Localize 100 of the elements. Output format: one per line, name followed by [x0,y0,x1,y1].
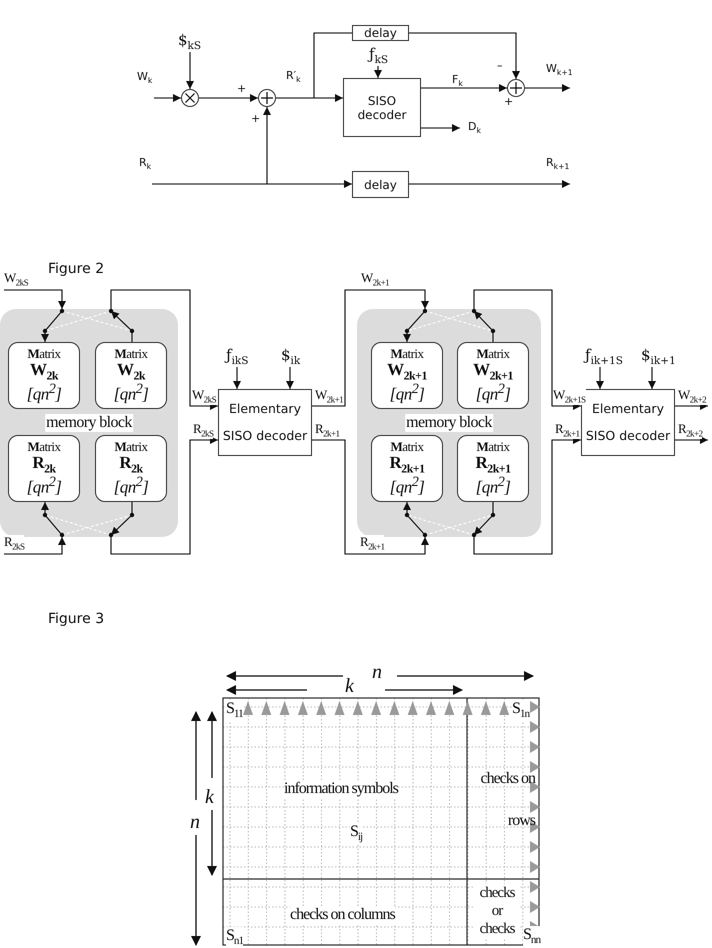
arrow [421,124,460,132]
matrix-box [457,435,529,502]
signal-label: ƒ$_{kS}$ [369,47,388,66]
signal-label: R$_{2k+1}$ [360,535,384,552]
edge-label: F$_{k}$ [452,74,463,89]
matrix-box [8,435,80,502]
arrow [41,502,62,536]
adder-symbol [258,89,276,107]
region-label: checks on rows [479,769,535,831]
connector-line [276,32,352,99]
arrow [233,367,241,389]
matrix-name: W$_{2k+1}$ [387,361,427,382]
edge-label: R$_{2kS}$ [4,535,24,552]
arrow [675,402,708,410]
group-label: memory block [45,414,133,432]
arrow [4,289,66,309]
edge-label: R$_{k}$ [139,157,152,172]
symbol-label: S$_{ij}$ [350,823,362,844]
matrix-title: Matrix [476,347,510,362]
edge-label: W$_{2k+1}$ [315,388,344,405]
edge-label: W$_{k}$ [137,71,152,86]
arrow [473,436,581,555]
arrow [525,84,570,92]
decoder-box: Elementary SISO decoder [218,389,312,456]
multiplier-symbol [181,89,199,107]
arrow [474,310,494,342]
edge-label: W$_{2k+2}$ [678,388,706,405]
matrix-name: R$_{2k}$ [119,454,143,476]
arrow [473,289,581,410]
region-label: checks on columns [290,906,395,924]
adder-symbol [507,79,525,97]
symbol-label: S$_{n1}$ [226,927,244,948]
arrow [186,52,194,89]
matrix-size: [qn$^{2}$] [476,475,510,497]
signal-label: W$_{2k+1}$ [361,271,390,288]
arrow [596,367,604,389]
signal-label: $$_{ik}$ [281,348,300,366]
matrix-size: [qn$^{2}$] [26,475,62,497]
edge-label: D$_{k}$ [468,121,481,136]
symbol-label: S$_{11}$ [226,700,243,720]
figure-title: Figure 3 [48,612,104,628]
matrix-size: [qn$^{2}$] [390,382,424,404]
signal-label: ƒ$_{ik+1S}$ [585,348,623,366]
arrow [312,289,429,407]
arrow [4,537,66,555]
matrix-title: Matrix [476,440,510,454]
arrow [110,502,133,536]
decoder-box: SISO decoder [343,78,421,137]
matrix-box [457,342,529,409]
matrix-size: [qn$^{2}$] [114,475,148,497]
edge-label: R$_{k+1}$ [546,157,570,172]
edge-label: W$_{k+1}$ [546,63,573,78]
arrow [675,436,708,444]
arrow [409,180,570,188]
delay-box: delay [352,25,409,41]
matrix-name: W$_{2k}$ [116,361,146,382]
matrix-title: Matrix [114,347,148,362]
arrow [312,439,429,555]
matrix-name: W$_{2k}$ [30,361,58,382]
arrow [110,436,218,555]
matrix-size: [qn$^{2}$] [26,382,62,404]
region-label: information symbols [284,780,398,798]
arrow [41,310,62,342]
edge-label: W$_{2kS}$ [4,271,28,288]
arrow [474,502,494,536]
matrix-box [95,342,167,409]
edge-label: W$_{2k+1S}$ [553,388,586,405]
arrow [403,310,426,342]
arrow [648,367,656,389]
matrix-box [95,435,167,502]
arrow [403,502,426,536]
matrix-box [8,342,80,409]
group-label: memory block [405,414,493,432]
edge-label: R$_{2kS}$ [193,422,214,439]
arrow [199,94,258,102]
arrow [152,107,271,185]
matrix-size: [qn$^{2}$] [476,382,510,404]
edge-label: R$_{2k+1}$ [555,422,580,439]
matrix-title: Matrix [27,440,61,454]
edge-label: W$_{2kS}$ [192,388,216,405]
matrix-name: R$_{2k+1}$ [389,454,425,476]
figure-title: Figure 2 [48,262,104,278]
arrow [421,84,507,92]
arrow [154,94,181,102]
symbol-label: S$_{1n}$ [512,700,530,720]
sign-label: + [237,83,246,96]
memory-block-panel [357,309,541,537]
matrix-title: Matrix [390,347,424,362]
matrix-size: [qn$^{2}$] [390,475,424,497]
matrix-title: Matrix [114,440,148,454]
matrix-name: W$_{2k+1}$ [473,361,513,382]
matrix-title: Matrix [27,347,61,362]
sign-label: + [504,96,514,108]
matrix-box [371,342,443,409]
arrow [286,367,294,389]
signal-label: ƒ$_{ikS}$ [226,348,248,366]
matrix-size: [qn$^{2}$] [114,382,148,404]
arrow [110,310,133,342]
sign-label: – [497,60,502,72]
memory-block-panel [0,309,178,537]
